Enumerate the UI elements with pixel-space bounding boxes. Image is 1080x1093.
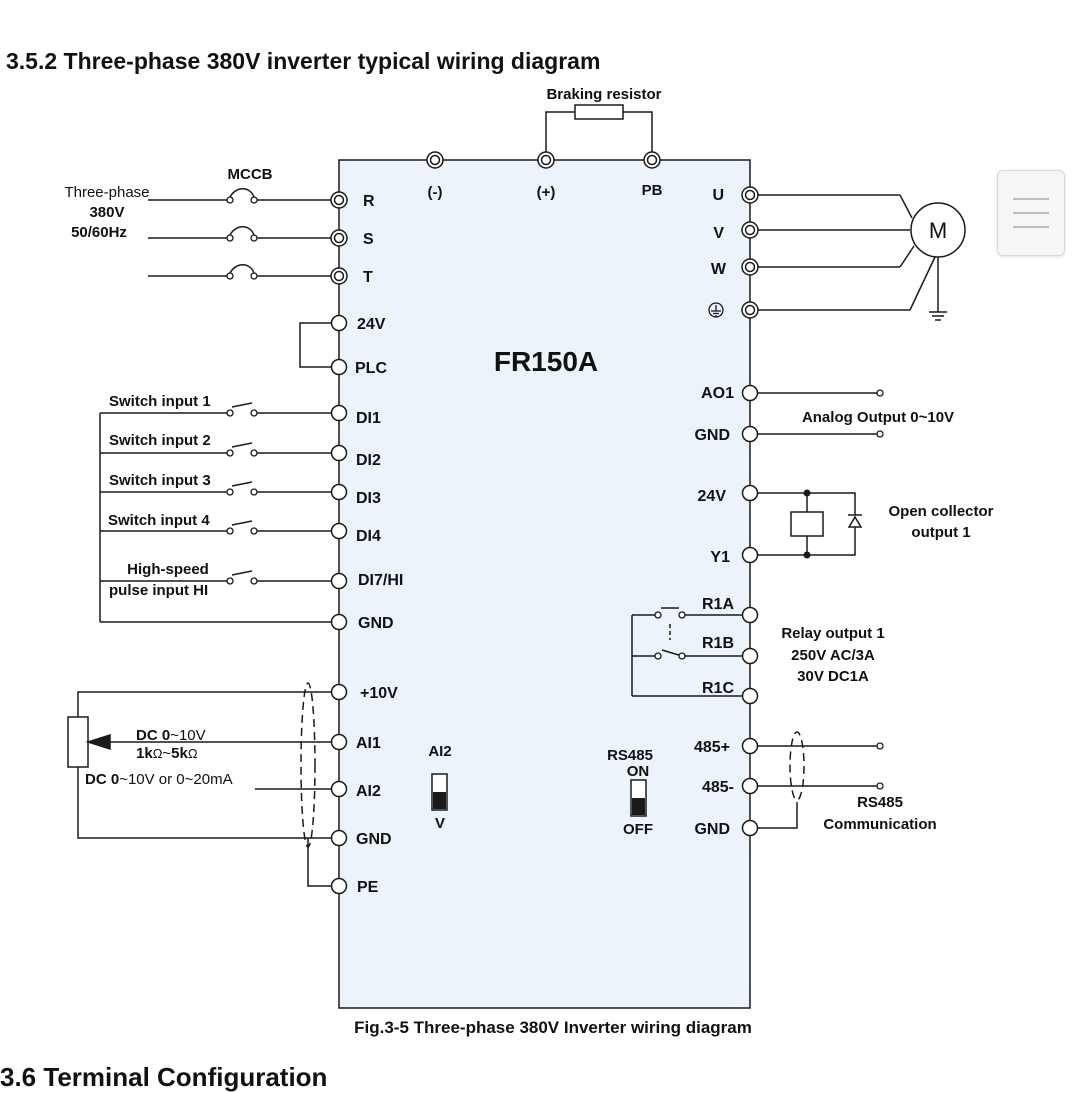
next-section-heading: 3.6 Terminal Configuration (0, 1062, 328, 1092)
switch-input-4-label: Switch input 4 (108, 512, 210, 529)
terminal-ao1-label: AO1 (701, 385, 734, 402)
relay-output-label-1: Relay output 1 (781, 625, 884, 642)
switch-input-2-label: Switch input 2 (109, 432, 211, 449)
terminal-r1a-label: R1A (702, 596, 734, 613)
open-collector-label-2: output 1 (911, 524, 970, 541)
terminal-y1-label: Y1 (710, 549, 730, 566)
terminal-gnd-label: GND (358, 615, 394, 632)
terminal-10v-label: +10V (360, 685, 398, 702)
switch-input-3-label: Switch input 3 (109, 472, 211, 489)
terminal-r-label: R (363, 193, 375, 210)
terminal-pb-label: PB (642, 182, 663, 199)
terminal-v-label: V (713, 225, 724, 242)
terminal-485p-label: 485+ (694, 739, 730, 756)
terminal-plus-label: (+) (537, 184, 556, 201)
dc-range-label-1: DC 0~10V (136, 727, 206, 744)
rs485-comm-label-1: RS485 (857, 794, 903, 811)
terminal-gnd-right-label: GND (694, 427, 730, 444)
terminal-di3-label: DI3 (356, 490, 381, 507)
potentiometer-symbol (67, 716, 89, 768)
supply-label-3: 50/60Hz (71, 224, 127, 241)
terminal-gnd3-label: GND (694, 821, 730, 838)
terminal-pe-label: PE (357, 879, 379, 896)
terminal-485m-label: 485- (702, 779, 734, 796)
analog-output-label: Analog Output 0~10V (802, 409, 954, 426)
terminal-24v-right-label: 24V (698, 488, 727, 505)
rs485-switch-on: ON (627, 763, 650, 780)
ai2-switch-mode: V (435, 815, 445, 832)
mccb-label: MCCB (228, 166, 273, 183)
terminal-di1-label: DI1 (356, 410, 381, 427)
braking-resistor-label: Braking resistor (546, 86, 661, 103)
terminal-u-label: U (712, 187, 724, 204)
resistance-range-label: 1kΩ~5kΩ (136, 745, 198, 762)
terminal-ai1-label: AI1 (356, 735, 381, 752)
rs485-comm-label-2: Communication (823, 816, 936, 833)
terminal-ai2-label: AI2 (356, 783, 381, 800)
terminal-s-label: S (363, 231, 374, 248)
terminal-plc-label: PLC (355, 360, 387, 377)
terminal-t-label: T (363, 269, 373, 286)
terminal-w-label: W (711, 261, 727, 278)
terminal-r1b-label: R1B (702, 635, 734, 652)
supply-label-2: 380V (89, 204, 124, 221)
section-heading: 3.5.2 Three-phase 380V inverter typical … (6, 48, 601, 74)
inverter-body (338, 159, 751, 1009)
terminal-24v-label: 24V (357, 316, 386, 333)
terminal-di4-label: DI4 (356, 528, 381, 545)
terminal-minus-label: (-) (428, 184, 443, 201)
switch-input-1-label: Switch input 1 (109, 393, 211, 410)
braking-resistor-symbol (574, 104, 624, 120)
ai2-switch-label: AI2 (428, 743, 451, 760)
terminal-r1c-label: R1C (702, 680, 734, 697)
high-speed-label-1: High-speed (127, 561, 209, 578)
dc-range-label-2: DC 0~10V or 0~20mA (85, 771, 233, 788)
rs485-switch-label: RS485 (607, 747, 653, 764)
open-collector-label-1: Open collector (888, 503, 993, 520)
relay-output-label-2: 250V AC/3A (791, 647, 875, 664)
earth-ground-icon (708, 302, 724, 318)
motor-label: M (929, 218, 947, 243)
menu-button[interactable] (997, 170, 1065, 256)
relay-output-label-3: 30V DC1A (797, 668, 869, 685)
rs485-switch-off: OFF (623, 821, 653, 838)
high-speed-label-2: pulse input HI (109, 582, 208, 599)
supply-label-1: Three-phase (64, 184, 149, 201)
terminal-di2-label: DI2 (356, 452, 381, 469)
terminal-gnd2-label: GND (356, 831, 392, 848)
model-label: FR150A (494, 346, 598, 377)
figure-caption: Fig.3-5 Three-phase 380V Inverter wiring… (354, 1018, 752, 1037)
terminal-di7-label: DI7/HI (358, 572, 403, 589)
